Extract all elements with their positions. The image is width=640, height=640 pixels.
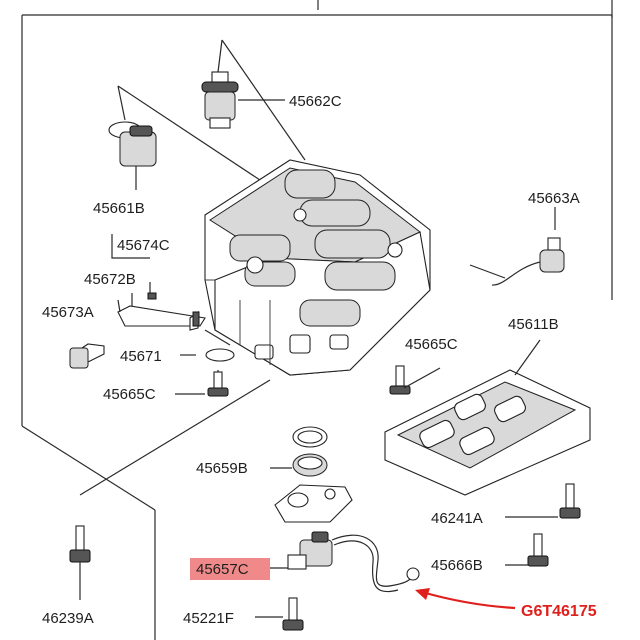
separator-plate-45611b (384, 339, 591, 496)
bolt-46239a (69, 379, 271, 600)
sensor-45663a (469, 207, 565, 286)
bolt-45665c-right (389, 365, 441, 395)
label-45663a[interactable]: 45663A (528, 190, 580, 207)
label-45672b[interactable]: 45672B (84, 271, 136, 288)
label-45673a[interactable]: 45673A (42, 304, 94, 321)
label-46241a[interactable]: 46241A (431, 510, 483, 527)
part-labels: 45662C 45661B 45663A 45674C 45672B 45673… (42, 93, 597, 627)
bolt-45666b (505, 533, 549, 567)
o-rings-45659b (270, 426, 328, 477)
valve-body-assembly (204, 159, 431, 376)
reference-arrow-g6t46175 (415, 588, 516, 610)
label-45665c-left[interactable]: 45665C (103, 386, 156, 403)
label-46239a[interactable]: 46239A (42, 610, 94, 627)
label-45674c[interactable]: 45674C (117, 237, 170, 254)
label-45662c[interactable]: 45662C (289, 93, 342, 110)
seal-plate (274, 484, 353, 523)
label-45611b[interactable]: 45611B (508, 316, 559, 333)
bolt-45665c-left (175, 370, 229, 397)
label-45221f[interactable]: 45221F (183, 610, 234, 627)
frame-lines (21, 0, 613, 640)
highlight-box-45657c (190, 558, 270, 580)
label-45671[interactable]: 45671 (120, 348, 162, 365)
label-45661b[interactable]: 45661B (93, 200, 145, 217)
solenoid-45661b (108, 85, 276, 191)
label-45657c[interactable]: 45657C (196, 561, 249, 578)
solenoid-valve-45657c (270, 531, 420, 593)
label-45665c-right[interactable]: 45665C (405, 336, 458, 353)
bolt-46241a (505, 483, 581, 519)
bolt-45221f (255, 597, 304, 631)
label-45659b[interactable]: 45659B (196, 460, 248, 477)
lever-parts (69, 234, 235, 369)
label-g6t46175[interactable]: G6T46175 (521, 603, 597, 620)
label-45666b[interactable]: 45666B (431, 557, 483, 574)
solenoid-45662c (201, 39, 306, 161)
